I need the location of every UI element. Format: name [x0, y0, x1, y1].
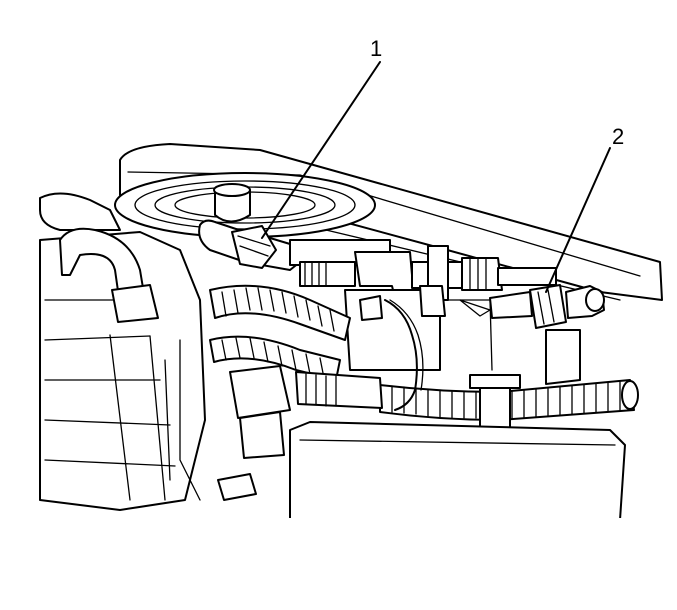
wire-pigtail [295, 299, 521, 436]
pulley-housing [114, 172, 376, 238]
callout-2: 2 [545, 124, 624, 293]
callout-1-leader [261, 61, 381, 239]
callout-2-leader [545, 147, 611, 293]
left-housing [39, 192, 206, 511]
lower-box [289, 421, 626, 518]
callout-2-label: 2 [612, 124, 624, 149]
callout-1-label: 1 [370, 36, 382, 61]
left-hose [59, 227, 159, 323]
lower-connectors [164, 339, 291, 501]
right-fitting [459, 284, 605, 385]
callout-1: 1 [261, 36, 382, 239]
center-bracket [344, 285, 493, 371]
